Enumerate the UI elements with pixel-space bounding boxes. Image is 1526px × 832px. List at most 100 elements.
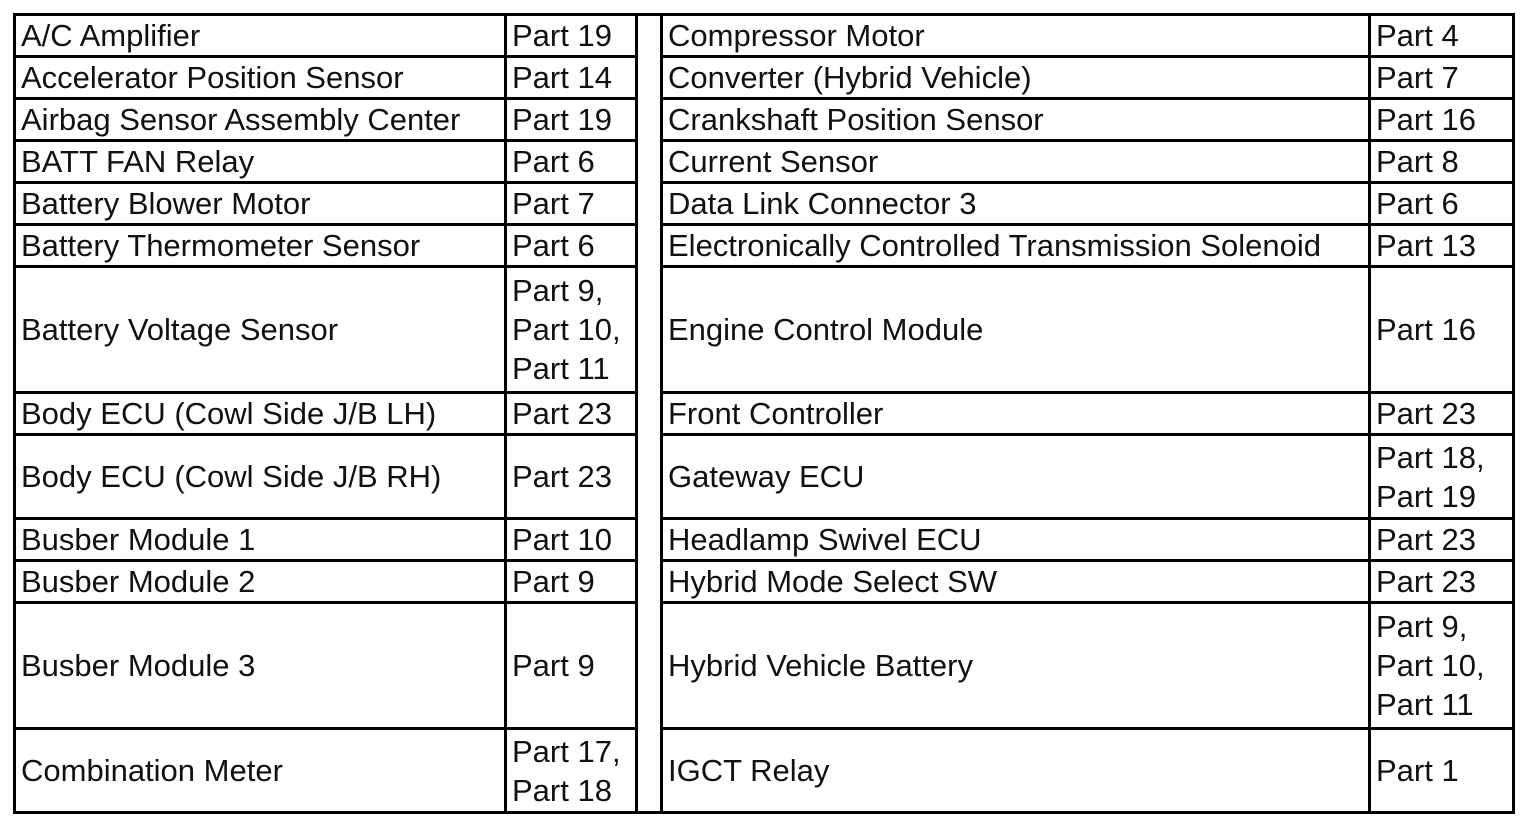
right-part-reference-cell: Part 16 xyxy=(1368,265,1515,394)
right-component-name: Front Controller xyxy=(660,391,1371,436)
left-component-name: Busber Module 3 xyxy=(13,601,507,730)
part-reference: Part 6 xyxy=(512,144,595,179)
part-reference: Part 4 xyxy=(1376,18,1459,53)
left-component-name: Busber Module 1 xyxy=(13,517,507,562)
left-part-reference-cell: Part 14 xyxy=(504,55,638,100)
right-part-reference-cell: Part 23 xyxy=(1368,391,1515,436)
right-part-reference-cell: Part 9, Part 10, Part 11 xyxy=(1368,601,1515,730)
part-reference: Part 10 xyxy=(512,522,612,557)
right-part-reference-cell: Part 18,Part 19 xyxy=(1368,433,1515,520)
left-part-reference-cell: Part 9, Part 10, Part 11 xyxy=(504,265,638,394)
part-reference: Part 16 xyxy=(1376,312,1476,347)
left-component-name: Battery Thermometer Sensor xyxy=(13,223,507,268)
part-reference: Part 7 xyxy=(512,186,595,221)
part-reference: Part 23 xyxy=(1376,396,1476,431)
part-reference: Part 9 xyxy=(512,648,595,683)
right-component-name: Compressor Motor xyxy=(660,13,1371,58)
part-reference: Part 7 xyxy=(1376,60,1459,95)
part-reference: Part 18, xyxy=(1376,439,1485,475)
left-component-name: Airbag Sensor Assembly Center xyxy=(13,97,507,142)
part-reference: Part 23 xyxy=(512,396,612,431)
part-reference: Part 19 xyxy=(512,18,612,53)
left-part-reference-cell: Part 17,Part 18 xyxy=(504,727,638,814)
left-component-name: Busber Module 2 xyxy=(13,559,507,604)
right-part-reference-cell: Part 23 xyxy=(1368,517,1515,562)
right-component-name: Hybrid Vehicle Battery xyxy=(660,601,1371,730)
left-component-name: Combination Meter xyxy=(13,727,507,814)
part-reference: Part 23 xyxy=(512,459,612,494)
part-reference: Part 10, xyxy=(512,312,621,347)
left-part-reference-cell: Part 19 xyxy=(504,13,638,58)
part-reference: Part 1 xyxy=(1376,753,1459,788)
left-part-reference-cell: Part 23 xyxy=(504,391,638,436)
left-component-name: Battery Voltage Sensor xyxy=(13,265,507,394)
part-reference: Part 14 xyxy=(512,60,612,95)
left-part-reference-cell: Part 7 xyxy=(504,181,638,226)
part-reference: Part 17, xyxy=(512,733,621,769)
left-part-reference-cell: Part 23 xyxy=(504,433,638,520)
part-reference: Part 6 xyxy=(1376,186,1459,221)
right-part-reference-cell: Part 13 xyxy=(1368,223,1515,268)
left-part-reference-cell: Part 9 xyxy=(504,601,638,730)
left-component-name: Body ECU (Cowl Side J/B RH) xyxy=(13,433,507,520)
left-part-reference-cell: Part 19 xyxy=(504,97,638,142)
right-part-reference-cell: Part 7 xyxy=(1368,55,1515,100)
right-component-name: Current Sensor xyxy=(660,139,1371,184)
left-component-name: BATT FAN Relay xyxy=(13,139,507,184)
part-reference: Part 10, xyxy=(1376,648,1485,683)
right-component-name: Data Link Connector 3 xyxy=(660,181,1371,226)
left-component-name: Body ECU (Cowl Side J/B LH) xyxy=(13,391,507,436)
left-part-reference-cell: Part 6 xyxy=(504,139,638,184)
right-component-name: Hybrid Mode Select SW xyxy=(660,559,1371,604)
right-component-name: Converter (Hybrid Vehicle) xyxy=(660,55,1371,100)
right-component-name: Gateway ECU xyxy=(660,433,1371,520)
right-part-reference-cell: Part 1 xyxy=(1368,727,1515,814)
left-component-name: A/C Amplifier xyxy=(13,13,507,58)
part-reference: Part 19 xyxy=(512,102,612,137)
part-reference: Part 11 xyxy=(1376,687,1474,722)
right-component-name: Headlamp Swivel ECU xyxy=(660,517,1371,562)
table-row: Body ECU (Cowl Side J/B RH)Part 23 Gatewa… xyxy=(13,433,1515,520)
left-part-reference-cell: Part 6 xyxy=(504,223,638,268)
left-part-reference-cell: Part 9 xyxy=(504,559,638,604)
right-part-reference-cell: Part 16 xyxy=(1368,97,1515,142)
right-component-name: Crankshaft Position Sensor xyxy=(660,97,1371,142)
left-component-name: Accelerator Position Sensor xyxy=(13,55,507,100)
right-part-reference-cell: Part 23 xyxy=(1368,559,1515,604)
left-part-reference-cell: Part 10 xyxy=(504,517,638,562)
part-reference: Part 11 xyxy=(512,351,610,386)
part-reference: Part 23 xyxy=(1376,564,1476,599)
right-component-name: IGCT Relay xyxy=(660,727,1371,814)
right-part-reference-cell: Part 8 xyxy=(1368,139,1515,184)
right-component-name: Engine Control Module xyxy=(660,265,1371,394)
column-separator xyxy=(635,13,663,814)
right-part-reference-cell: Part 6 xyxy=(1368,181,1515,226)
part-reference: Part 9, xyxy=(512,273,604,308)
right-component-name: Electronically Controlled Transmission S… xyxy=(660,223,1371,268)
part-reference: Part 18 xyxy=(512,772,612,808)
part-reference: Part 23 xyxy=(1376,522,1476,557)
right-part-reference-cell: Part 4 xyxy=(1368,13,1515,58)
part-reference: Part 8 xyxy=(1376,144,1459,179)
part-reference: Part 13 xyxy=(1376,228,1476,263)
part-reference: Part 16 xyxy=(1376,102,1476,137)
part-reference: Part 9 xyxy=(512,564,595,599)
part-reference: Part 19 xyxy=(1376,478,1476,514)
part-reference: Part 9, xyxy=(1376,609,1468,644)
left-component-name: Battery Blower Motor xyxy=(13,181,507,226)
part-reference: Part 6 xyxy=(512,228,595,263)
